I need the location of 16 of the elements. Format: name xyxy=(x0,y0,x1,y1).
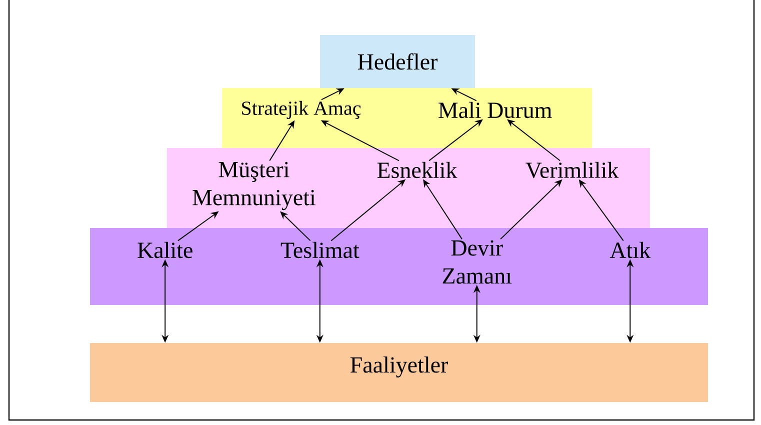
band-text: Mali Durum xyxy=(438,102,552,118)
band-text: Atık xyxy=(610,242,651,258)
band-text: Teslimat xyxy=(280,242,360,258)
band-text: Stratejik Amaç xyxy=(242,100,361,120)
pyramid-band xyxy=(90,343,708,402)
band-text: Esneklik xyxy=(377,162,458,178)
band-text: Verimlilik xyxy=(526,162,619,178)
band-text: Devir Zamanı xyxy=(442,240,512,284)
pyramid-band xyxy=(222,88,592,148)
band-text: Faaliyetler xyxy=(350,356,448,378)
pyramid-band xyxy=(320,35,475,88)
pyramid-band xyxy=(167,148,650,228)
band-text: Müşteri Memnuniyeti xyxy=(192,162,316,210)
band-text: Kalite xyxy=(138,242,192,258)
pyramid-band xyxy=(90,228,708,305)
band-text: Hedefler xyxy=(358,53,438,70)
